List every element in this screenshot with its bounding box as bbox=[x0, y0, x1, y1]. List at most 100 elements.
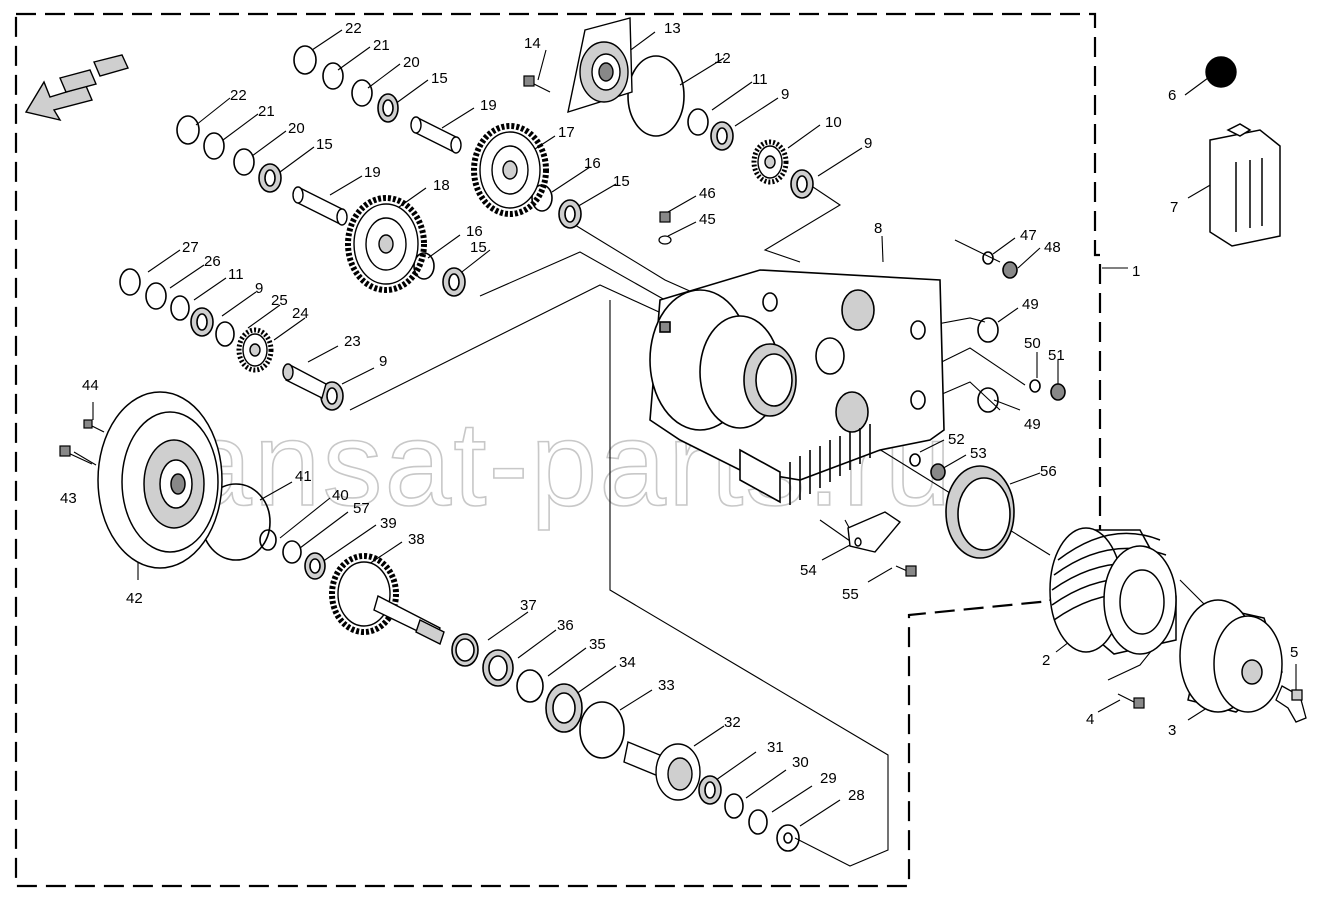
ring-20 bbox=[351, 79, 373, 107]
callout-label: 21 bbox=[258, 103, 275, 120]
callout-label: 31 bbox=[767, 739, 784, 756]
callout-label: 9 bbox=[379, 353, 387, 370]
fitting-5 bbox=[1275, 685, 1307, 723]
callout-label: 5 bbox=[1290, 644, 1298, 661]
callout-label: 3 bbox=[1168, 722, 1176, 739]
callout-label: 15 bbox=[431, 70, 448, 87]
housing-8 bbox=[649, 269, 945, 505]
ring-50 bbox=[1029, 379, 1041, 393]
ring-16b bbox=[413, 252, 435, 280]
callout-label: 14 bbox=[524, 35, 541, 52]
callout-label: 18 bbox=[433, 177, 450, 194]
callout-label: 56 bbox=[1040, 463, 1057, 480]
callout-label: 10 bbox=[825, 114, 842, 131]
ring-29 bbox=[748, 809, 768, 835]
callout-label: 48 bbox=[1044, 239, 1061, 256]
callout-label: 39 bbox=[380, 515, 397, 532]
callout-label: 43 bbox=[60, 490, 77, 507]
callout-label: 28 bbox=[848, 787, 865, 804]
callout-label: 33 bbox=[658, 677, 675, 694]
callout-label: 22 bbox=[230, 87, 247, 104]
bolt-parts bbox=[59, 75, 1145, 709]
callout-label: 7 bbox=[1170, 199, 1178, 216]
callout-label: 41 bbox=[295, 468, 312, 485]
callout-label: 12 bbox=[714, 50, 731, 67]
cooling-fins bbox=[789, 424, 871, 505]
flange-42 bbox=[97, 391, 223, 569]
callout-label: 32 bbox=[724, 714, 741, 731]
bolt-46 bbox=[659, 211, 671, 223]
callout-label: 1 bbox=[1132, 263, 1140, 280]
callout-label: 29 bbox=[820, 770, 837, 787]
bolt-55 bbox=[895, 565, 917, 577]
callout-label: 44 bbox=[82, 377, 99, 394]
callout-label: 42 bbox=[126, 590, 143, 607]
callout-label: 46 bbox=[699, 185, 716, 202]
callout-label: 15 bbox=[316, 136, 333, 153]
callout-label: 11 bbox=[228, 266, 244, 283]
pulley-2 bbox=[1049, 527, 1177, 655]
callout-label: 11 bbox=[752, 71, 768, 88]
callout-label: 6 bbox=[1168, 87, 1176, 104]
nut-51 bbox=[1050, 383, 1066, 401]
ring-21b bbox=[203, 132, 225, 160]
o-ring-12 bbox=[627, 55, 685, 137]
callout-label: 16 bbox=[466, 223, 483, 240]
gear-24 bbox=[236, 327, 274, 373]
shim-33 bbox=[579, 701, 625, 759]
ring-57 bbox=[282, 540, 302, 564]
shaft-23 bbox=[282, 363, 327, 400]
callout-label: 15 bbox=[470, 239, 487, 256]
gear-parts bbox=[236, 123, 789, 635]
callout-label: 35 bbox=[589, 636, 606, 653]
callout-label: 17 bbox=[558, 124, 575, 141]
callout-label: 26 bbox=[204, 253, 221, 270]
callout-label: 9 bbox=[781, 86, 789, 103]
cover-plate-54 bbox=[847, 511, 902, 553]
callout-label: 9 bbox=[864, 135, 872, 152]
washer-28 bbox=[776, 824, 800, 852]
callout-label: 50 bbox=[1024, 335, 1041, 352]
callout-label: 40 bbox=[332, 487, 349, 504]
callout-label: 9 bbox=[255, 280, 263, 297]
callout-label: 21 bbox=[373, 37, 390, 54]
seal-49 bbox=[977, 317, 999, 343]
washer-52 bbox=[909, 453, 921, 467]
callout-label: 27 bbox=[182, 239, 199, 256]
o-ring-22 bbox=[293, 45, 317, 75]
callout-label: 19 bbox=[364, 164, 381, 181]
shaft-19a bbox=[410, 116, 462, 154]
gear-18 bbox=[345, 195, 427, 293]
ring-20b bbox=[233, 148, 255, 176]
callout-label: 57 bbox=[353, 500, 370, 517]
callout-label: 55 bbox=[842, 586, 859, 603]
ring-35 bbox=[516, 669, 544, 703]
shaft-19b bbox=[292, 186, 348, 226]
nut-48 bbox=[1002, 261, 1018, 279]
washer-47 bbox=[982, 251, 994, 265]
callout-label: 8 bbox=[874, 220, 882, 237]
callout-labels: 22 21 20 15 14 13 12 11 9 22 21 20 15 19… bbox=[60, 20, 1298, 804]
callout-label: 15 bbox=[613, 173, 630, 190]
gear-38 bbox=[329, 553, 399, 635]
seal-49b bbox=[977, 387, 999, 413]
flange-32 bbox=[623, 741, 701, 801]
leader-lines bbox=[73, 29, 1297, 827]
callout-label: 51 bbox=[1048, 347, 1065, 364]
bolt-4 bbox=[1117, 693, 1145, 709]
callout-label: 23 bbox=[344, 333, 361, 350]
callout-label: 37 bbox=[520, 597, 537, 614]
motor-3 bbox=[1179, 599, 1283, 713]
callout-label: 24 bbox=[292, 305, 309, 322]
callout-label: 45 bbox=[699, 211, 716, 228]
callout-label: 49 bbox=[1022, 296, 1039, 313]
ring-40 bbox=[259, 529, 277, 551]
ring-26 bbox=[145, 282, 167, 310]
callout-label: 2 bbox=[1042, 652, 1050, 669]
callout-label: 16 bbox=[584, 155, 601, 172]
callout-label: 22 bbox=[345, 20, 362, 37]
shaft-38 bbox=[373, 594, 445, 645]
bolt-44 bbox=[83, 419, 105, 433]
